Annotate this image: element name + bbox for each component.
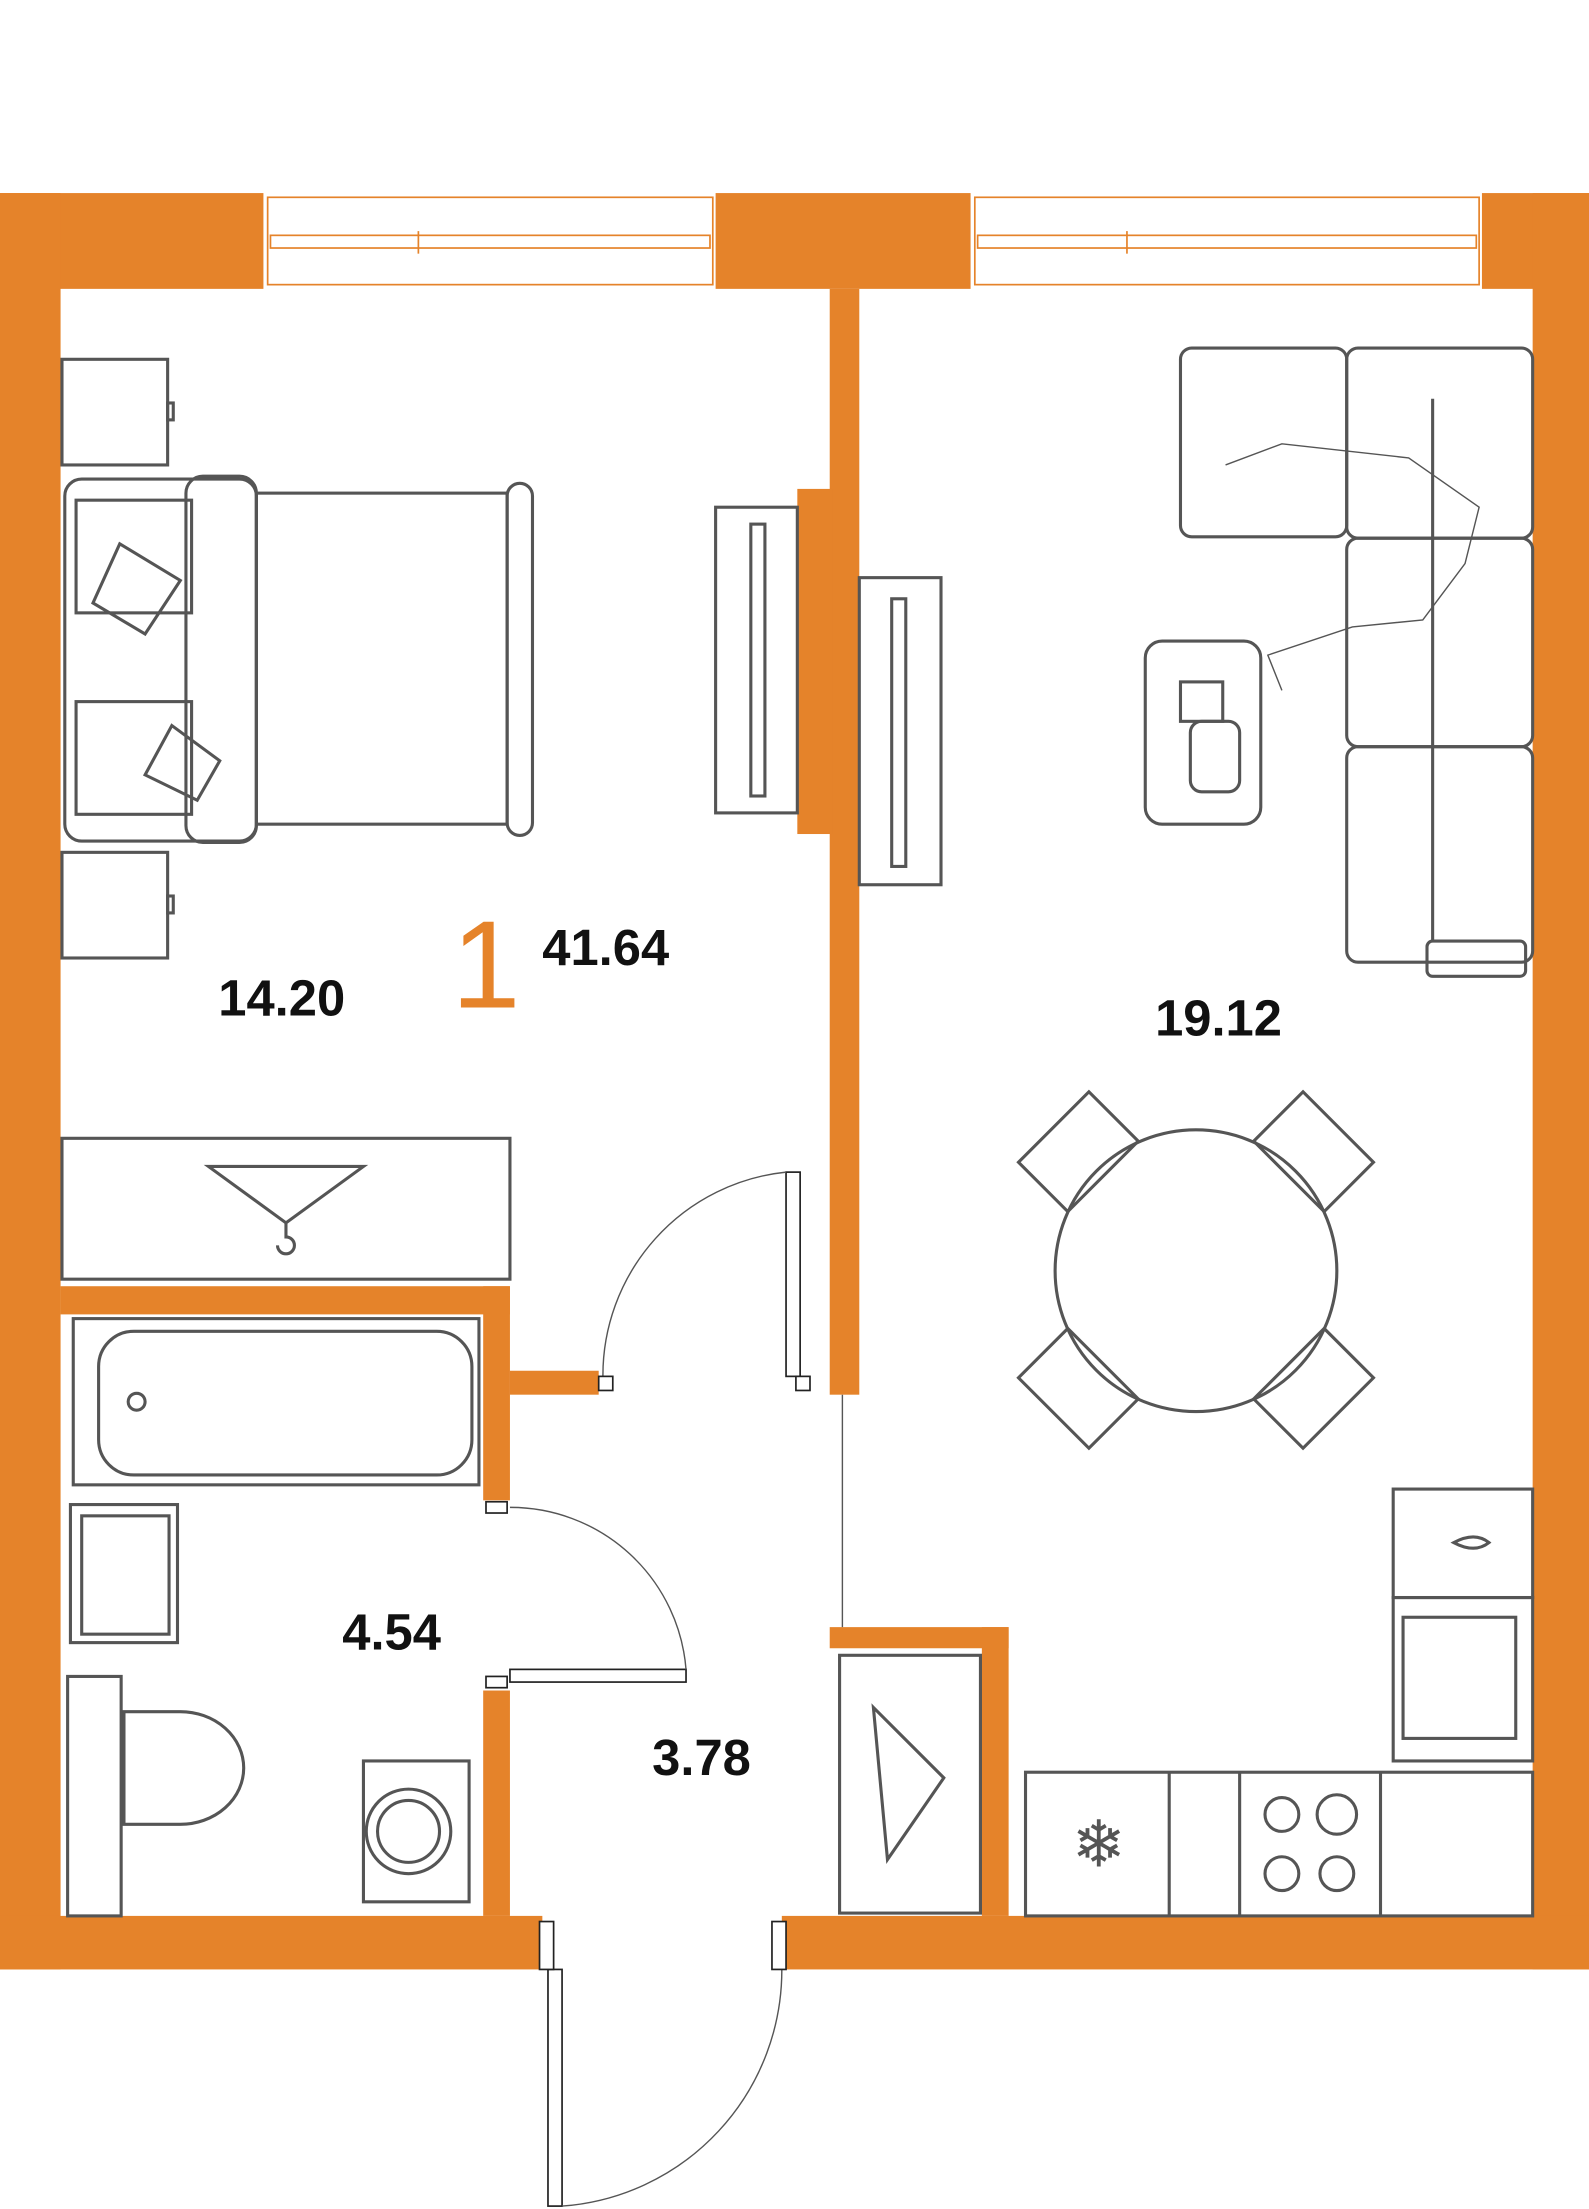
walls: [0, 193, 1589, 1970]
coffee-table-icon: [1143, 639, 1263, 826]
hallway-closet-icon: [838, 1653, 982, 1915]
bathroom-area: 4.54: [342, 1604, 441, 1661]
hallway-area: 3.78: [652, 1729, 751, 1786]
wardrobe-icon: [60, 1136, 512, 1281]
bedroom-area: 14.20: [218, 970, 345, 1027]
toilet-icon: [66, 1674, 246, 1918]
sofa-icon: [1178, 346, 1535, 978]
bathroom-door[interactable]: [485, 1500, 687, 1689]
rooms-count: 1: [452, 896, 521, 1034]
window-right: [973, 196, 1480, 286]
nightstand-top: [60, 357, 175, 467]
entrance-door[interactable]: [538, 1920, 787, 2207]
svg-text:❄: ❄: [1072, 1808, 1126, 1883]
bed-icon: [63, 474, 535, 845]
tv-living: [857, 576, 943, 887]
bedroom-door[interactable]: [597, 1171, 811, 1392]
washing-machine-icon: [361, 1759, 471, 1904]
sink-icon: [68, 1503, 180, 1645]
tv-bedroom: [714, 505, 799, 815]
window-left: [266, 196, 714, 286]
total-area: 41.64: [542, 919, 669, 976]
living-kitchen-area: 19.12: [1155, 989, 1282, 1046]
dining-table-icon: [1016, 1089, 1376, 1451]
kitchen-icon: ❄: [1023, 1487, 1535, 1918]
nightstand-bottom: [60, 850, 175, 960]
bathtub-icon: [71, 1317, 481, 1487]
